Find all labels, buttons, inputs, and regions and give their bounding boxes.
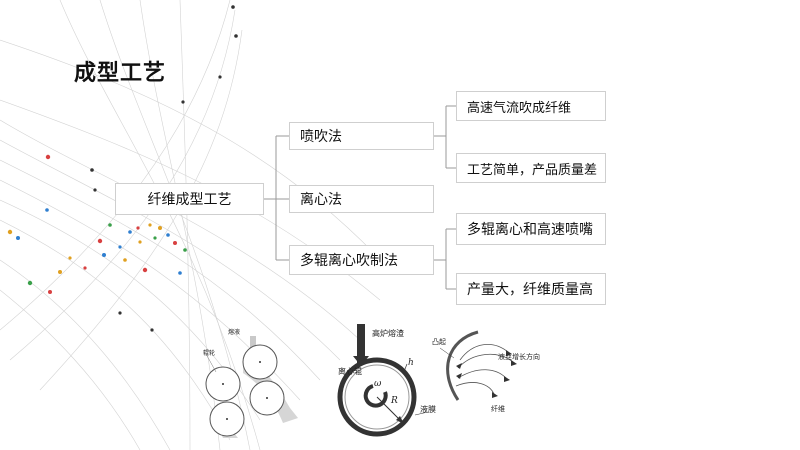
label-bump: 凸起 — [432, 338, 446, 346]
symbol-omega: ω — [374, 379, 382, 389]
label-melt-in: 高炉熔渣 — [372, 329, 404, 338]
note-multi-2: 产量大，纤维质量高 — [456, 273, 606, 305]
label-film: 液膜 — [420, 405, 436, 414]
label-fiber: 纤维 — [491, 405, 505, 413]
label-rotor: 离心辊 — [338, 367, 362, 376]
centrifugal-figure — [337, 324, 428, 437]
multi-roller-figure — [205, 336, 298, 438]
method-blow: 喷吹法 — [289, 122, 434, 150]
method-multi-roller: 多辊离心吹制法 — [289, 245, 434, 275]
fiber-formation-figure — [439, 330, 517, 401]
note-multi-1: 多辊离心和高速喷嘴 — [456, 213, 606, 245]
roller-label-wheel: 辊轮 — [203, 350, 216, 357]
symbol-r: R — [391, 396, 398, 406]
symbol-h: h — [408, 358, 414, 368]
note-blow-2: 工艺简单，产品质量差 — [456, 153, 606, 183]
roller-label-melt: 熔液 — [228, 329, 241, 336]
note-blow-1: 高速气流吹成纤维 — [456, 91, 606, 121]
slide-title: 成型工艺 — [74, 61, 167, 86]
method-centrifugal: 离心法 — [289, 185, 434, 213]
tree-root: 纤维成型工艺 — [115, 183, 264, 215]
label-growth-direction: 液丝增长方向 — [498, 353, 540, 361]
